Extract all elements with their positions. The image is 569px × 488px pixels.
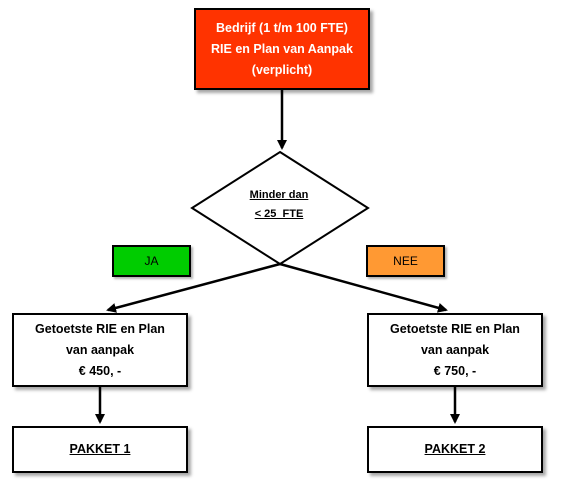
- yes-label: JA: [112, 245, 191, 277]
- result-yes-price: € 450, -: [78, 363, 122, 378]
- package-2-node: PAKKET 2: [367, 426, 543, 473]
- result-no-node: Getoetste RIE en Plan van aanpak € 750, …: [367, 313, 543, 387]
- result-yes-line-2: van aanpak: [65, 342, 135, 357]
- start-line-2: RIE en Plan van Aanpak: [211, 41, 353, 56]
- decision-line-1: Minder dan: [249, 189, 309, 201]
- decision-label: Minder dan < 25 FTE: [229, 186, 329, 224]
- result-yes-node: Getoetste RIE en Plan van aanpak € 450, …: [12, 313, 188, 387]
- result-no-line-2: van aanpak: [420, 342, 490, 357]
- result-no-price: € 750, -: [433, 363, 477, 378]
- arrow-decision-to-yes: [106, 262, 281, 313]
- package-1-label: PAKKET 1: [69, 442, 131, 456]
- no-label: NEE: [366, 245, 445, 277]
- result-yes-line-1: Getoetste RIE en Plan: [35, 321, 165, 336]
- package-1-node: PAKKET 1: [12, 426, 188, 473]
- start-node: Bedrijf (1 t/m 100 FTE) RIE en Plan van …: [194, 8, 370, 90]
- start-line-1: Bedrijf (1 t/m 100 FTE): [216, 20, 348, 35]
- result-no-line-1: Getoetste RIE en Plan: [390, 321, 520, 336]
- package-2-label: PAKKET 2: [424, 442, 486, 456]
- start-line-3: (verplicht): [251, 62, 313, 77]
- arrow-decision-to-no: [279, 262, 448, 313]
- decision-line-2: < 25 FTE: [254, 208, 304, 220]
